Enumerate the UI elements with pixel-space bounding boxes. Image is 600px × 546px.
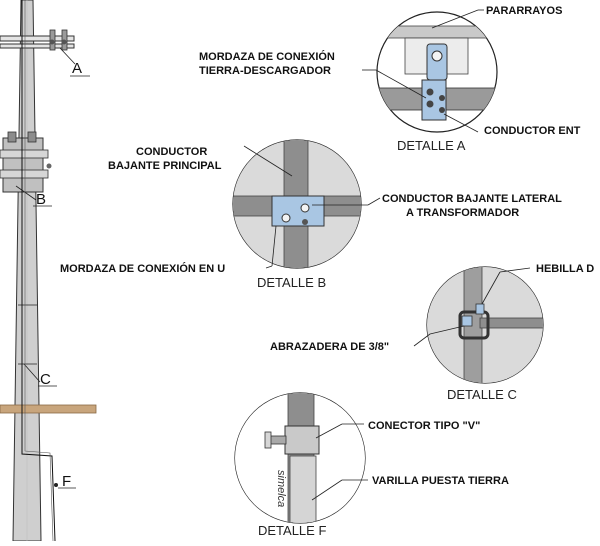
- label-mordaza-tierra-2: TIERRA-DESCARGADOR: [199, 65, 331, 77]
- detail-c: HEBILLA D ABRAZADERA DE 3/8" DETALLE C: [270, 263, 594, 402]
- marker-c-label: C: [40, 371, 51, 388]
- marker-a-label: A: [72, 60, 82, 77]
- detail-b: CONDUCTOR BAJANTE PRINCIPAL CONDUCTOR BA…: [60, 139, 562, 290]
- crossarm: [0, 29, 75, 51]
- label-conductor-principal-2: BAJANTE PRINCIPAL: [108, 160, 222, 172]
- label-conductor-lateral-1: CONDUCTOR BAJANTE LATERAL: [382, 193, 562, 205]
- detail-f: simelca CONECTOR TIPO "V" VARILLA PUESTA…: [234, 392, 509, 538]
- label-hebilla: HEBILLA D: [536, 263, 594, 275]
- label-pararrayos: PARARRAYOS: [486, 5, 562, 17]
- label-conductor-ent: CONDUCTOR ENT: [484, 125, 581, 137]
- marker-f: F: [54, 473, 76, 490]
- ground-conductor: [21, 0, 56, 542]
- ground-surface: [0, 404, 97, 414]
- detail-f-title: DETALLE F: [258, 523, 326, 538]
- conector-v: [284, 425, 320, 455]
- mordaza-u-clamp: [271, 195, 325, 227]
- abrazadera-band: [458, 310, 490, 340]
- detail-b-title: DETALLE B: [257, 275, 326, 290]
- label-mordaza-tierra-1: MORDAZA DE CONEXIÓN: [199, 50, 335, 63]
- transformer: B: [0, 131, 52, 208]
- marker-f-label: F: [62, 473, 71, 490]
- detail-a: PARARRAYOS MORDAZA DE CONEXIÓN TIERRA-DE…: [199, 5, 581, 153]
- label-conductor-principal-1: CONDUCTOR: [136, 146, 207, 158]
- label-mordaza-u: MORDAZA DE CONEXIÓN EN U: [60, 262, 225, 275]
- brand-mark: simelca: [275, 470, 287, 507]
- descargador-lug: [426, 43, 448, 81]
- detail-c-title: DETALLE C: [447, 387, 517, 402]
- label-conector-v: CONECTOR TIPO "V": [368, 420, 480, 432]
- hebilla-buckle: [475, 303, 485, 315]
- detail-a-title: DETALLE A: [397, 138, 466, 153]
- label-conductor-lateral-2: A TRANSFORMADOR: [406, 207, 519, 219]
- label-varilla: VARILLA PUESTA TIERRA: [372, 475, 509, 487]
- marker-a: A: [59, 47, 90, 77]
- marker-c: C: [23, 363, 57, 388]
- utility-pole: [12, 0, 42, 542]
- label-abrazadera: ABRAZADERA DE 3/8": [270, 341, 389, 353]
- marker-b-label: B: [36, 191, 46, 208]
- ground-conductor-shadow: [24, 0, 54, 542]
